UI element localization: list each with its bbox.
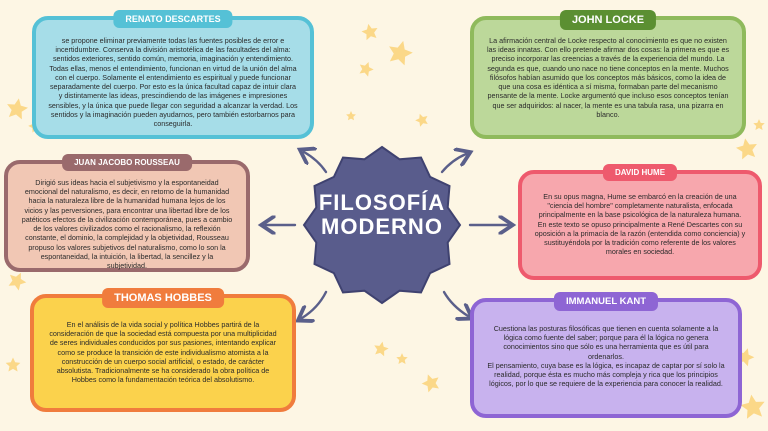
rousseau-card: JUAN JACOBO ROUSSEAU Dirigió sus ideas h… bbox=[4, 154, 250, 272]
kant-text: Cuestiona las posturas filosóficas que t… bbox=[487, 324, 725, 389]
arrow-to-locke bbox=[440, 154, 466, 174]
locke-card: JOHN LOCKE La afirmación central de Lock… bbox=[470, 10, 746, 139]
descartes-text: se propone eliminar previamente todas la… bbox=[48, 36, 298, 128]
star-icon bbox=[735, 138, 757, 160]
hobbes-title: THOMAS HOBBES bbox=[102, 288, 224, 308]
hume-text: En su opus magna, Hume se embarcó en la … bbox=[534, 192, 746, 257]
arrow-to-descartes bbox=[304, 152, 328, 174]
center-title-line2: MODERNO bbox=[321, 214, 443, 240]
center-badge: FILOSOFÍA MODERNO bbox=[297, 145, 467, 305]
star-icon bbox=[740, 394, 765, 419]
center-title-line1: FILOSOFÍA bbox=[318, 190, 446, 215]
kant-card: IMMANUEL KANT Cuestiona las posturas fil… bbox=[470, 292, 742, 418]
locke-title: JOHN LOCKE bbox=[559, 10, 657, 30]
star-icon bbox=[346, 111, 356, 121]
star-icon bbox=[361, 23, 378, 41]
star-icon bbox=[421, 374, 439, 393]
rousseau-text: Dirigió sus ideas hacia el subjetivismo … bbox=[21, 178, 233, 270]
star-icon bbox=[396, 353, 408, 365]
arrow-to-hobbes bbox=[302, 290, 328, 318]
star-icon bbox=[753, 119, 765, 131]
hobbes-text: En el análisis de la vida social y polít… bbox=[49, 320, 277, 385]
star-icon bbox=[374, 341, 389, 357]
star-icon bbox=[359, 61, 374, 77]
star-icon bbox=[5, 357, 21, 372]
star-icon bbox=[389, 40, 413, 66]
hume-card: DAVID HUME En su opus magna, Hume se emb… bbox=[518, 164, 762, 280]
center-shape bbox=[302, 145, 462, 305]
kant-title: IMMANUEL KANT bbox=[553, 292, 659, 311]
hume-title: DAVID HUME bbox=[602, 164, 678, 181]
arrow-to-kant bbox=[442, 290, 468, 316]
center-title: FILOSOFÍA MODERNO bbox=[297, 190, 467, 240]
star-icon bbox=[7, 98, 29, 120]
rousseau-title: JUAN JACOBO ROUSSEAU bbox=[62, 154, 192, 171]
descartes-card: RENATO DESCARTES se propone eliminar pre… bbox=[32, 10, 314, 139]
descartes-title: RENATO DESCARTES bbox=[113, 10, 233, 28]
star-icon bbox=[415, 113, 428, 127]
star-icon bbox=[8, 272, 27, 291]
hobbes-card: THOMAS HOBBES En el análisis de la vida … bbox=[30, 288, 296, 412]
locke-text: La afirmación central de Locke respecto … bbox=[486, 36, 730, 119]
